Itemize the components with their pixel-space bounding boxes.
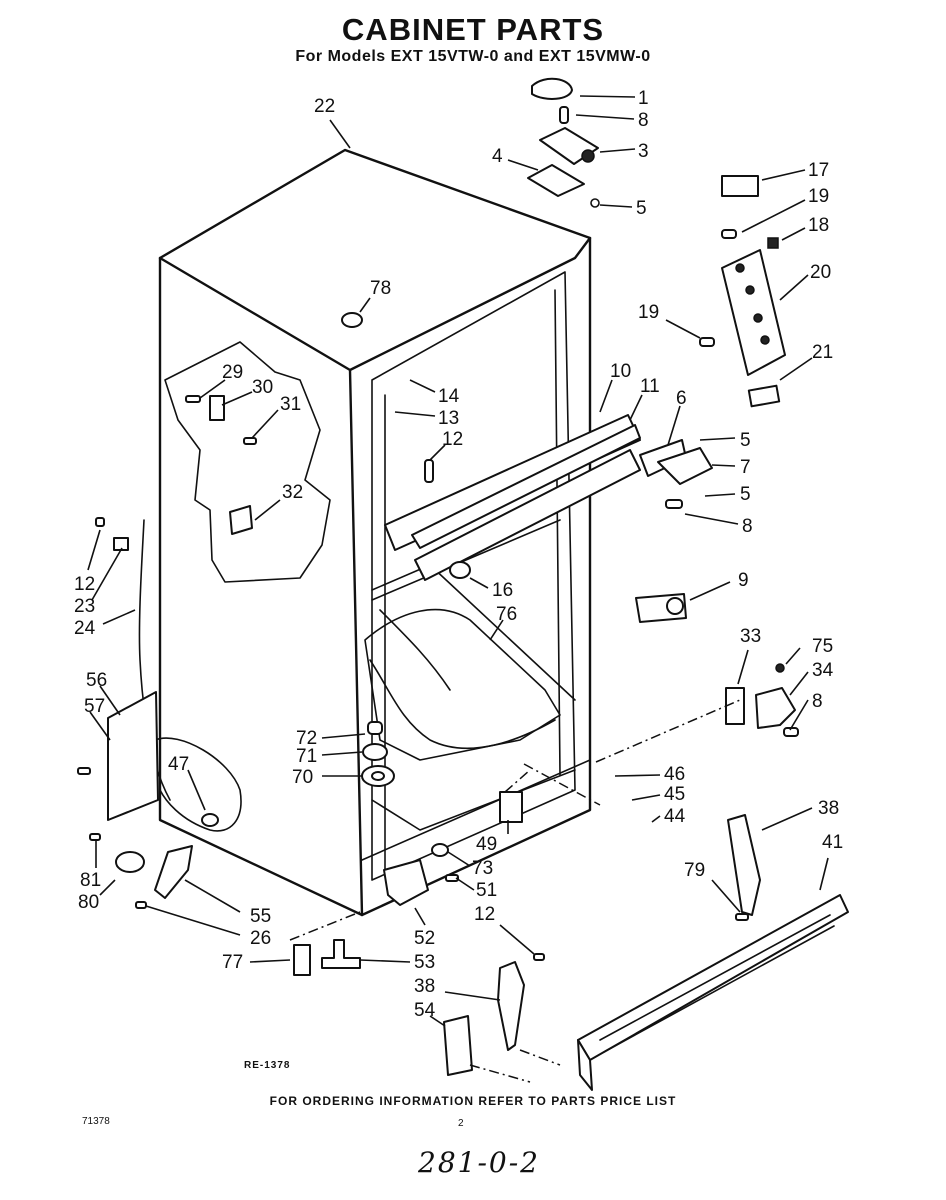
callout-33: 33 <box>740 626 761 647</box>
callout-34: 34 <box>812 660 834 681</box>
callout-16: 16 <box>492 580 513 601</box>
callout-23: 23 <box>74 596 95 617</box>
rear-access-panel <box>107 691 159 821</box>
callout-76: 76 <box>496 604 517 625</box>
callout-1: 1 <box>638 88 649 109</box>
callout-54: 54 <box>414 1000 436 1021</box>
left-side-parts <box>77 312 363 909</box>
callout-49: 49 <box>476 834 497 855</box>
callout-51: 51 <box>476 880 497 901</box>
callout-19: 19 <box>638 302 659 323</box>
callout-30: 30 <box>252 377 273 398</box>
callout-41: 41 <box>822 832 843 853</box>
callout-71: 71 <box>296 746 317 767</box>
callout-numbers: 1 8 3 4 5 22 17 19 18 20 78 19 21 29 30 … <box>74 88 843 1021</box>
callout-17: 17 <box>808 160 829 181</box>
callout-10: 10 <box>610 361 631 382</box>
callout-9: 9 <box>738 570 749 591</box>
callout-5: 5 <box>740 430 751 451</box>
callout-5: 5 <box>636 198 647 219</box>
callout-52: 52 <box>414 928 435 949</box>
callout-6: 6 <box>676 388 687 409</box>
callout-45: 45 <box>664 784 685 805</box>
callout-20: 20 <box>810 262 831 283</box>
callout-80: 80 <box>78 892 99 913</box>
grille-parts <box>443 814 849 1091</box>
callout-12: 12 <box>74 574 95 595</box>
leader-lines <box>87 95 829 1027</box>
callout-53: 53 <box>414 952 435 973</box>
callout-47: 47 <box>168 754 189 775</box>
callout-77: 77 <box>222 952 243 973</box>
toe-grille <box>577 894 849 1061</box>
callout-44: 44 <box>664 806 686 827</box>
callout-11: 11 <box>640 376 660 397</box>
callout-46: 46 <box>664 764 685 785</box>
cabinet-shell <box>154 148 592 917</box>
center-hinge-parts <box>384 414 713 623</box>
callout-75: 75 <box>812 636 833 657</box>
leveling-parts <box>293 721 545 976</box>
callout-24: 24 <box>74 618 96 639</box>
door-stop-bracket <box>721 249 786 376</box>
page-subtitle: For Models EXT 15VTW-0 and EXT 15VMW-0 <box>295 48 651 65</box>
callout-8: 8 <box>742 516 753 537</box>
callout-79: 79 <box>684 860 705 881</box>
callout-38: 38 <box>818 798 839 819</box>
callout-8: 8 <box>638 110 649 131</box>
page-title: CABINET PARTS <box>341 12 605 47</box>
rear-bracket <box>383 859 429 906</box>
door-stop-parts <box>699 175 786 408</box>
callout-29: 29 <box>222 362 243 383</box>
callout-12: 12 <box>442 429 463 450</box>
callout-70: 70 <box>292 767 313 788</box>
callout-3: 3 <box>638 141 649 162</box>
callout-73: 73 <box>472 858 493 879</box>
callout-7: 7 <box>740 457 751 478</box>
page-number: 2 <box>458 1118 464 1129</box>
callout-8: 8 <box>812 691 823 712</box>
callout-56: 56 <box>86 670 107 691</box>
catalog-number: 71378 <box>82 1116 110 1127</box>
callout-22: 22 <box>314 96 335 117</box>
callout-55: 55 <box>250 906 271 927</box>
drawing-ref-code: RE-1378 <box>244 1060 291 1071</box>
callout-18: 18 <box>808 215 829 236</box>
callout-72: 72 <box>296 728 317 749</box>
callout-12: 12 <box>474 904 495 925</box>
bottom-hinge-parts <box>725 663 799 737</box>
ordering-note: FOR ORDERING INFORMATION REFER TO PARTS … <box>269 1094 677 1108</box>
callout-13: 13 <box>438 408 459 429</box>
callout-57: 57 <box>84 696 105 717</box>
callout-31: 31 <box>280 394 301 415</box>
callout-38: 38 <box>414 976 435 997</box>
callout-32: 32 <box>282 482 303 503</box>
callout-4: 4 <box>492 146 503 167</box>
callout-26: 26 <box>250 928 271 949</box>
screw <box>559 106 569 124</box>
hinge-shim <box>527 164 585 197</box>
top-hinge-parts <box>527 77 600 208</box>
connector-lines <box>289 699 741 1083</box>
handwritten-note: 281-0-2 <box>418 1146 540 1179</box>
callout-14: 14 <box>438 386 460 407</box>
callout-81: 81 <box>80 870 101 891</box>
hinge-cover <box>531 77 573 100</box>
callout-19: 19 <box>808 186 829 207</box>
plug <box>721 175 759 197</box>
callout-5: 5 <box>740 484 751 505</box>
callout-78: 78 <box>370 278 391 299</box>
callout-21: 21 <box>812 342 833 363</box>
